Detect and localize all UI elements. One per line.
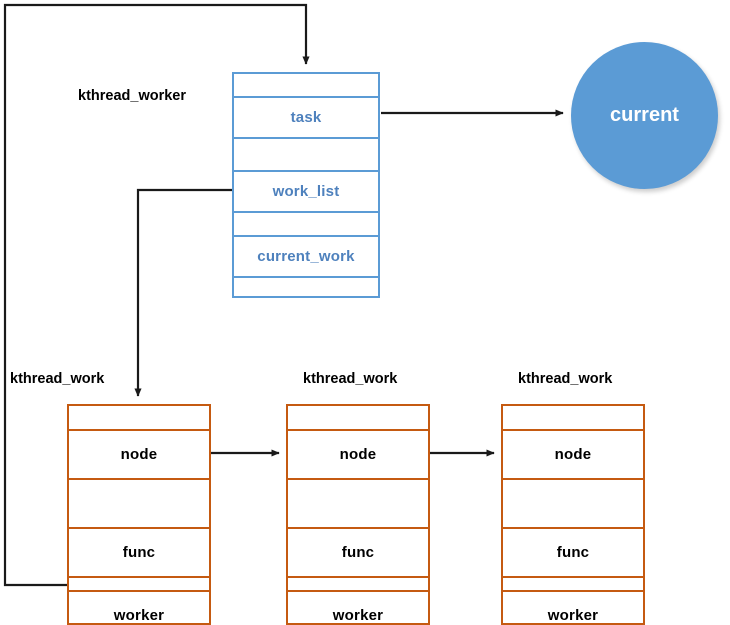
- work2-row-empty-1: [288, 480, 428, 529]
- work2-field-worker[interactable]: worker: [288, 592, 428, 625]
- worker-row-empty-bottom: [234, 278, 378, 302]
- current-node[interactable]: current: [571, 42, 718, 189]
- worker-row-empty-1: [234, 139, 378, 172]
- worker-row-empty-2: [234, 213, 378, 237]
- worker-field-task[interactable]: task: [234, 98, 378, 139]
- work2-field-node[interactable]: node: [288, 431, 428, 480]
- work1-field-worker[interactable]: worker: [69, 592, 209, 625]
- kthread-work-struct-3[interactable]: node func worker: [501, 404, 645, 625]
- work2-row-empty-2: [288, 578, 428, 592]
- work1-field-node[interactable]: node: [69, 431, 209, 480]
- edge-work-list-to-first-work: [134, 188, 232, 397]
- work3-row-empty-top: [503, 406, 643, 431]
- work1-row-empty-1: [69, 480, 209, 529]
- kthread-worker-struct[interactable]: task work_list current_work: [232, 72, 380, 298]
- work3-field-worker[interactable]: worker: [503, 592, 643, 625]
- kthread-worker-label: kthread_worker: [78, 88, 186, 104]
- kthread-work-label-1: kthread_work: [10, 371, 105, 387]
- work3-row-empty-1: [503, 480, 643, 529]
- worker-field-current-work[interactable]: current_work: [234, 237, 378, 278]
- worker-row-empty-top: [234, 74, 378, 98]
- work1-field-func[interactable]: func: [69, 529, 209, 578]
- work1-row-empty-top: [69, 406, 209, 431]
- work3-field-node[interactable]: node: [503, 431, 643, 480]
- kthread-work-label-2: kthread_work: [303, 371, 398, 387]
- work2-field-func[interactable]: func: [288, 529, 428, 578]
- work1-row-empty-2: [69, 578, 209, 592]
- worker-field-work-list[interactable]: work_list: [234, 172, 378, 213]
- work2-row-empty-top: [288, 406, 428, 431]
- kthread-work-label-3: kthread_work: [518, 371, 613, 387]
- work3-row-empty-2: [503, 578, 643, 592]
- kthread-work-struct-2[interactable]: node func worker: [286, 404, 430, 625]
- kthread-work-struct-1[interactable]: node func worker: [67, 404, 211, 625]
- current-node-label: current: [610, 104, 679, 126]
- work3-field-func[interactable]: func: [503, 529, 643, 578]
